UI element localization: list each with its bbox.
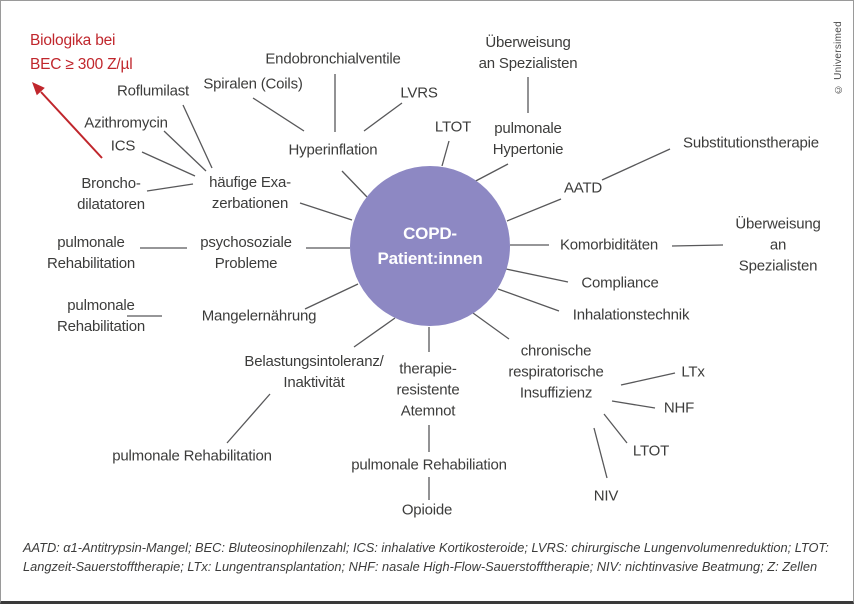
node-opioide: Opioide [401, 501, 453, 519]
node-therapieresistente-atemnot: therapie- resistente Atemnot [396, 360, 460, 420]
node-pulmonale-rehabiliation-center: pulmonale Rehabiliation [351, 456, 507, 474]
node-belastungsintoleranz-inaktivitaet: Belastungsintoleranz/ Inaktivität [244, 353, 384, 391]
node-aatd: AATD [563, 179, 603, 197]
copyright-credit: © Universimed [833, 21, 844, 95]
copd-center-circle [350, 166, 510, 326]
biologika-arrow-icon [32, 82, 103, 159]
node-ics: ICS [110, 137, 136, 155]
node-niv: NIV [593, 487, 619, 505]
node-mangelernaehrung: Mangelernährung [201, 307, 317, 325]
node-ltot-top: LTOT [434, 118, 472, 136]
node-lvrs: LVRS [400, 84, 438, 102]
node-ltx: LTx [681, 363, 705, 381]
node-copd-patientinnen: COPD- Patient:innen [377, 224, 483, 268]
note-biologika-bec: Biologika bei BEC ≥ 300 Z/µl [30, 32, 133, 73]
node-haeufige-exazerbationen: häufige Exa- zerbationen [209, 174, 291, 212]
node-pulmonale-rehabilitation-bottom: pulmonale Rehabilitation [112, 447, 272, 465]
node-inhalationstechnik: Inhalationstechnik [572, 306, 690, 324]
node-bronchodilatatoren: Broncho- dilatatoren [77, 175, 145, 213]
node-komorbiditaeten: Komorbiditäten [559, 236, 659, 254]
node-azithromycin: Azithromycin [84, 114, 168, 132]
node-pulmonale-hypertonie: pulmonale Hypertonie [492, 120, 564, 158]
abbreviation-legend: AATD: α1-Antitrypsin-Mangel; BEC: Bluteo… [23, 540, 829, 574]
node-spiralen-coils: Spiralen (Coils) [203, 75, 303, 93]
node-ueberweisung-spezialisten-top: Überweisung an Spezialisten [478, 34, 578, 72]
node-pulmonale-rehabilitation-left-upper: pulmonale Rehabilitation [46, 234, 136, 272]
node-pulmonale-rehabilitation-left-lower: pulmonale Rehabilitation [56, 297, 146, 335]
node-roflumilast: Roflumilast [117, 82, 189, 100]
node-endobronchialventile: Endobronchialventile [265, 50, 401, 68]
connector-lines [127, 74, 724, 500]
node-substitutionstherapie: Substitutionstherapie [683, 134, 819, 152]
node-psychosoziale-probleme: psychosoziale Probleme [200, 234, 292, 272]
node-nhf: NHF [663, 399, 695, 417]
node-ltot-bottom: LTOT [632, 442, 670, 460]
node-ueberweisung-spezialisten-right: Überweisung an Spezialisten [735, 215, 821, 275]
node-chronische-respiratorische-insuffizienz: chronische respiratorische Insuffizienz [508, 342, 604, 402]
node-hyperinflation: Hyperinflation [288, 141, 378, 159]
node-compliance: Compliance [581, 274, 659, 292]
